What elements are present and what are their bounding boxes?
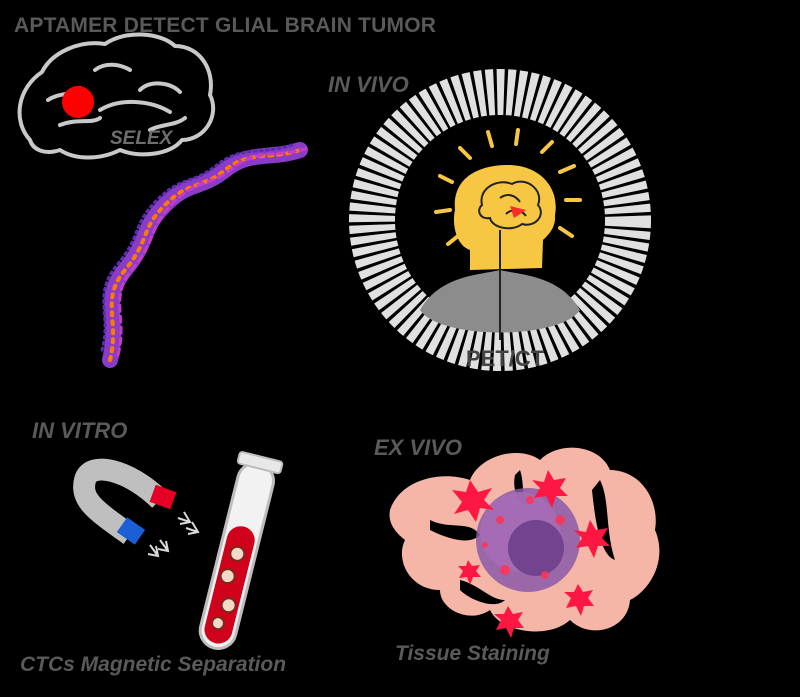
aptamer-helix [100, 142, 310, 368]
test-tube-icon [198, 451, 284, 650]
pet-ct-scanner-ring [349, 69, 651, 371]
tumor-spot [62, 86, 94, 118]
label-selex: SELEX [110, 128, 173, 149]
patient-head-icon [420, 165, 580, 340]
section-label-in-vivo: IN VIVO [328, 72, 409, 97]
brain-icon [17, 32, 216, 160]
magnet-icon [73, 458, 177, 545]
label-tissue-staining: Tissue Staining [395, 642, 550, 665]
section-label-in-vitro: IN VITRO [32, 418, 128, 443]
tumor-staining-cluster [452, 470, 610, 638]
label-pet-ct: PET/CT [466, 346, 545, 371]
signal-rays-icon [434, 128, 582, 246]
label-ctcs-magnetic-separation: CTCs Magnetic Separation [20, 653, 287, 676]
section-label-ex-vivo: EX VIVO [374, 435, 463, 460]
page-title: APTAMER DETECT GLIAL BRAIN TUMOR [14, 14, 437, 37]
magnetic-field-arrows-icon [147, 511, 200, 558]
